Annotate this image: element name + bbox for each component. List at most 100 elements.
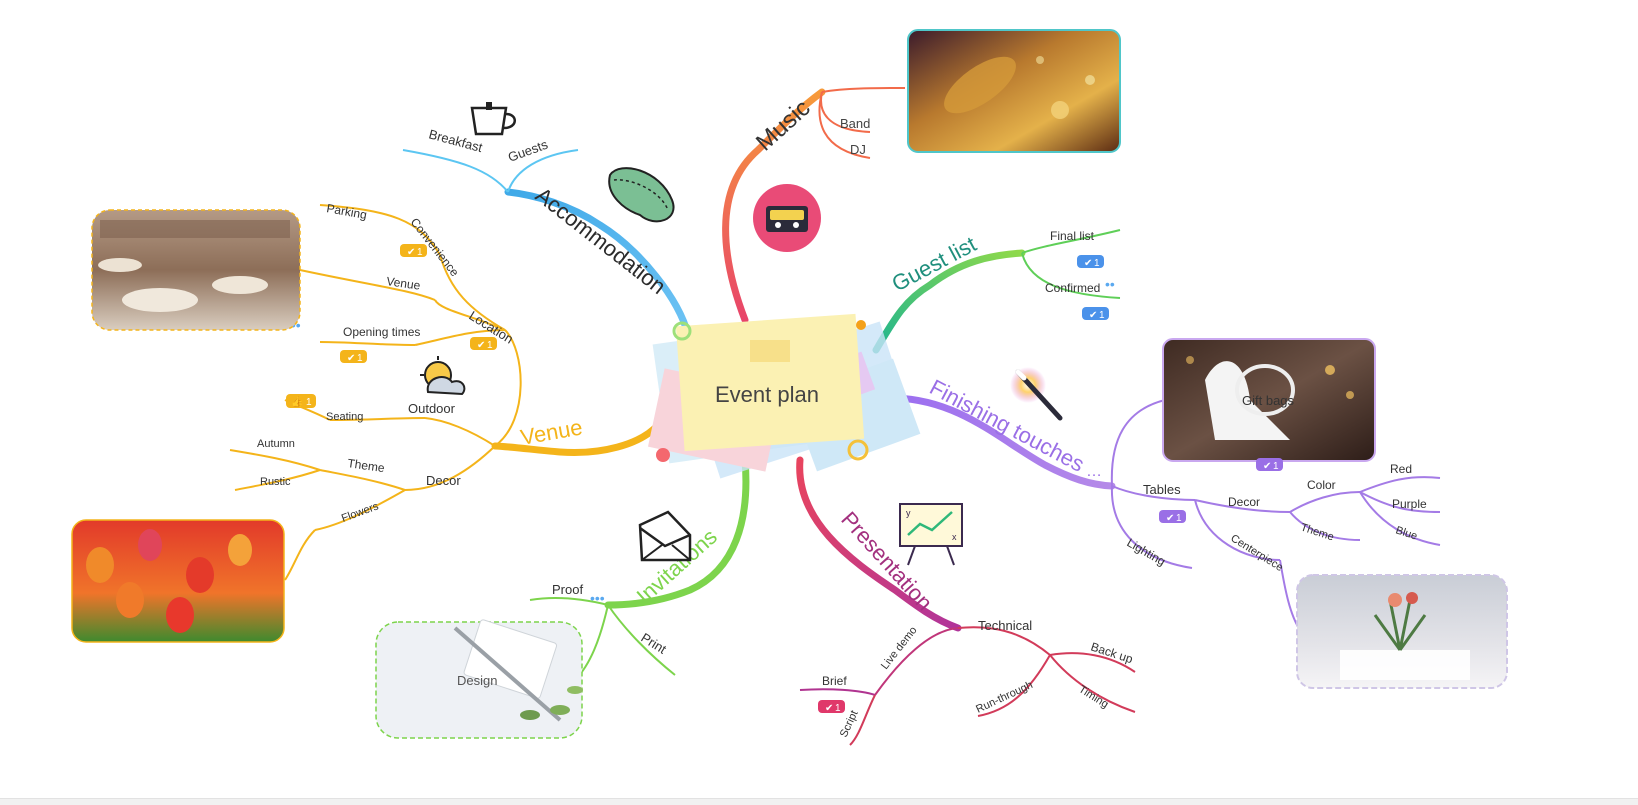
decor-ring-yellow xyxy=(847,439,869,461)
venue-rustic[interactable]: Rustic xyxy=(260,476,291,488)
finishing-more-icon[interactable]: … xyxy=(1086,463,1102,480)
sleep-mask-icon xyxy=(608,167,675,223)
invitations-print[interactable]: Print xyxy=(638,630,669,657)
finishing-decor[interactable]: Decor xyxy=(1228,495,1260,509)
venue-seating[interactable]: Seating xyxy=(326,411,363,423)
opening-times-badge[interactable]: ✔ 1 xyxy=(340,350,367,364)
venue-flowers[interactable]: Flowers xyxy=(340,500,381,525)
finishing-subbranches xyxy=(1110,399,1441,631)
venue-opening-times[interactable]: Opening times xyxy=(343,325,420,339)
svg-text:1: 1 xyxy=(487,340,493,351)
design-image[interactable] xyxy=(375,619,583,739)
svg-text:x: x xyxy=(952,532,957,542)
decor-dot-orange xyxy=(856,320,866,330)
branch-accommodation[interactable] xyxy=(504,188,692,339)
presentation-run-through[interactable]: Run-through xyxy=(974,679,1034,716)
presentation-timing[interactable]: Timing xyxy=(1076,683,1110,710)
color-blue[interactable]: Blue xyxy=(1394,524,1419,542)
presentation-technical[interactable]: Technical xyxy=(978,618,1032,633)
finishing-lighting[interactable]: Lighting xyxy=(1125,535,1168,568)
proof-more-icon[interactable]: ••• xyxy=(590,590,605,606)
venue-outdoor[interactable]: Outdoor xyxy=(408,401,456,416)
svg-text:✔: ✔ xyxy=(825,703,833,714)
central-node-label: Event plan xyxy=(715,382,819,407)
guest-list-subbranches xyxy=(1021,229,1121,299)
music-label[interactable]: Music xyxy=(751,94,816,156)
branch-finishing-touches[interactable] xyxy=(891,394,1116,490)
guest-item-final-list[interactable]: Final list xyxy=(1050,229,1095,243)
chart-board-icon: y x xyxy=(899,503,963,566)
venue-decor[interactable]: Decor xyxy=(426,473,461,488)
finishing-centerpiece[interactable]: Centerpiece xyxy=(1228,532,1285,574)
svg-text:✔: ✔ xyxy=(1084,258,1092,269)
invitations-proof[interactable]: Proof xyxy=(552,582,583,597)
svg-text:✔: ✔ xyxy=(1166,513,1174,524)
finishing-color[interactable]: Color xyxy=(1307,478,1336,492)
location-badge[interactable]: ✔ 1 xyxy=(470,337,497,351)
music-subbranches xyxy=(818,87,906,159)
venue-autumn[interactable]: Autumn xyxy=(257,438,295,450)
branch-invitations[interactable] xyxy=(604,456,750,609)
accommodation-guests[interactable]: Guests xyxy=(506,136,550,164)
music-item-dj[interactable]: DJ xyxy=(850,142,866,157)
brief-badge[interactable]: ✔ 1 xyxy=(818,700,845,714)
branch-guest-list[interactable] xyxy=(872,249,1026,354)
svg-text:1: 1 xyxy=(1176,513,1182,524)
svg-text:✔: ✔ xyxy=(477,340,485,351)
central-node[interactable]: Event plan xyxy=(647,313,921,479)
finishing-theme[interactable]: Theme xyxy=(1299,521,1335,543)
tulip-image[interactable] xyxy=(71,519,285,643)
music-item-band[interactable]: Band xyxy=(840,116,870,131)
presentation-brief[interactable]: Brief xyxy=(822,674,847,688)
svg-text:👍: 👍 xyxy=(291,395,303,408)
accommodation-subbranches xyxy=(402,149,579,193)
seating-badge[interactable]: 👍 1 xyxy=(286,394,316,408)
svg-text:1: 1 xyxy=(357,353,363,364)
venue-parking[interactable]: Parking xyxy=(325,201,368,222)
svg-text:✔: ✔ xyxy=(1263,461,1271,472)
decor-ring-green xyxy=(672,321,692,341)
presentation-back-up[interactable]: Back up xyxy=(1089,640,1135,667)
tables-badge[interactable]: ✔ 1 xyxy=(1159,510,1186,524)
confirmed-more-icon[interactable]: •• xyxy=(1105,276,1115,292)
coffee-cup-icon xyxy=(470,102,516,136)
envelope-icon xyxy=(638,510,692,562)
cassette-icon xyxy=(753,184,821,252)
venue-venue[interactable]: Venue xyxy=(386,274,422,293)
color-red[interactable]: Red xyxy=(1390,462,1412,476)
convenience-badge[interactable]: ✔ 1 xyxy=(400,244,427,258)
confirmed-badge[interactable]: ✔ 1 xyxy=(1082,307,1109,321)
svg-text:✔: ✔ xyxy=(407,247,415,258)
svg-text:1: 1 xyxy=(306,397,312,408)
svg-text:1: 1 xyxy=(1094,258,1100,269)
color-purple[interactable]: Purple xyxy=(1392,497,1427,511)
design-caption: Design xyxy=(457,673,497,688)
svg-text:1: 1 xyxy=(835,703,841,714)
svg-text:1: 1 xyxy=(417,247,423,258)
decor-dot-red xyxy=(656,448,670,462)
final-list-badge[interactable]: ✔ 1 xyxy=(1077,255,1104,269)
venue-label[interactable]: Venue xyxy=(519,414,585,449)
bottom-scrollbar[interactable] xyxy=(0,798,1638,805)
presentation-subbranches xyxy=(799,626,1136,746)
centerpiece-image[interactable] xyxy=(1296,574,1508,689)
venue-image[interactable] xyxy=(91,209,301,331)
magic-wand-icon xyxy=(1010,367,1063,421)
svg-text:1: 1 xyxy=(1099,310,1105,321)
finishing-label[interactable]: Finishing touches xyxy=(926,374,1089,476)
branch-music[interactable] xyxy=(722,88,826,324)
weather-icon xyxy=(420,356,466,396)
gift-bags-caption: Gift bags xyxy=(1242,393,1295,408)
gift-bags-image[interactable] xyxy=(1162,338,1376,462)
finishing-tables[interactable]: Tables xyxy=(1143,482,1181,497)
venue-theme[interactable]: Theme xyxy=(347,456,386,475)
venue-subbranches xyxy=(229,204,522,581)
svg-text:✔: ✔ xyxy=(1089,310,1097,321)
gift-bags-badge[interactable]: ✔ 1 xyxy=(1256,458,1283,472)
branch-presentation[interactable] xyxy=(796,456,962,632)
guest-item-confirmed[interactable]: Confirmed xyxy=(1045,281,1100,295)
branch-venue[interactable] xyxy=(491,421,662,456)
music-image[interactable] xyxy=(907,29,1121,153)
svg-text:✔: ✔ xyxy=(347,353,355,364)
